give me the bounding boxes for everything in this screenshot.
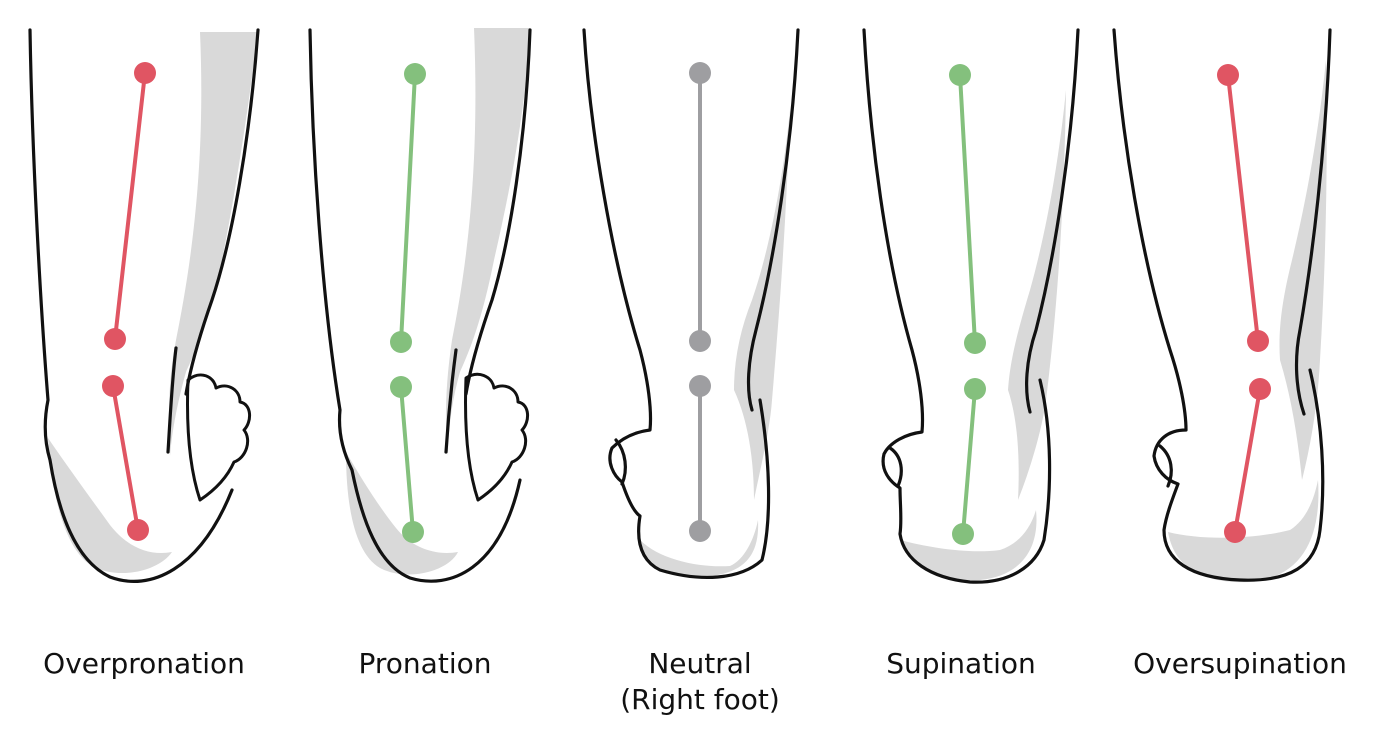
pronation-foot bbox=[308, 28, 532, 583]
leg-shadow bbox=[1279, 60, 1327, 480]
supination-lower-alignment-line bbox=[961, 387, 977, 536]
ankle-line bbox=[614, 438, 627, 486]
oversupination-upper-marker-dot bbox=[1217, 64, 1239, 86]
supination-upper-alignment-line bbox=[958, 73, 977, 345]
overpronation-upper-marker-dot bbox=[104, 328, 126, 350]
leg-outline-right bbox=[184, 28, 260, 396]
pronation-upper-alignment-line bbox=[399, 72, 417, 344]
supination-foot bbox=[862, 28, 1080, 584]
supination-upper-marker-dot bbox=[964, 332, 986, 354]
leg-outline-left bbox=[862, 28, 1052, 584]
oversupination-upper-marker-dot bbox=[1247, 330, 1269, 352]
label-line: Neutral bbox=[648, 647, 752, 680]
supination-upper-marker-dot bbox=[949, 64, 971, 86]
leg-shadow bbox=[445, 28, 530, 456]
ankle-line bbox=[888, 446, 903, 488]
oversupination-foot bbox=[1112, 28, 1332, 583]
label-line: (Right foot) bbox=[620, 683, 780, 716]
supination-lower-marker-dot bbox=[964, 378, 986, 400]
label-line: Pronation bbox=[358, 647, 492, 680]
leg-outline-left bbox=[28, 28, 234, 583]
ankle-line bbox=[166, 346, 178, 454]
toes bbox=[186, 373, 251, 502]
heel-shadow bbox=[900, 510, 1037, 581]
supination-lower-marker-dot bbox=[952, 523, 974, 545]
ankle-line bbox=[444, 348, 458, 454]
leg-outline-left bbox=[308, 28, 522, 583]
label-line: Overpronation bbox=[43, 647, 245, 680]
overpronation-lower-marker-dot bbox=[127, 519, 149, 541]
heel-shadow bbox=[48, 438, 172, 574]
heel-shadow bbox=[640, 520, 759, 578]
leg-shadow bbox=[1008, 90, 1066, 500]
label-line: Supination bbox=[886, 647, 1036, 680]
overpronation-foot bbox=[28, 28, 260, 583]
leg-outline-left bbox=[1112, 28, 1325, 582]
pronation-lower-marker-dot bbox=[390, 376, 412, 398]
alignment-markers bbox=[102, 62, 1271, 545]
pronation-lower-alignment-line bbox=[399, 385, 415, 534]
neutral-lower-marker-dot bbox=[689, 375, 711, 397]
neutral-foot bbox=[582, 28, 800, 579]
label-overpronation: Overpronation bbox=[43, 646, 245, 682]
label-oversupination: Oversupination bbox=[1133, 646, 1347, 682]
oversupination-lower-marker-dot bbox=[1224, 521, 1246, 543]
oversupination-upper-alignment-line bbox=[1226, 73, 1260, 343]
neutral-lower-marker-dot bbox=[689, 520, 711, 542]
label-supination: Supination bbox=[886, 646, 1036, 682]
pronation-upper-marker-dot bbox=[390, 331, 412, 353]
leg-outline-right bbox=[746, 28, 800, 412]
label-line: Oversupination bbox=[1133, 647, 1347, 680]
heel-shadow bbox=[346, 452, 458, 575]
pronation-upper-marker-dot bbox=[404, 63, 426, 85]
leg-outline-right bbox=[1025, 28, 1080, 414]
leg-shadow bbox=[168, 32, 258, 456]
leg-outline-left bbox=[582, 28, 771, 579]
overpronation-upper-marker-dot bbox=[134, 62, 156, 84]
label-pronation: Pronation bbox=[359, 646, 492, 682]
leg-outline-right bbox=[464, 28, 532, 396]
heel-shadow bbox=[1168, 480, 1319, 583]
ankle-line bbox=[1158, 444, 1173, 488]
label-neutral: Neutral (Right foot) bbox=[620, 646, 780, 718]
leg-outline-right bbox=[1294, 28, 1332, 416]
pronation-lower-marker-dot bbox=[402, 521, 424, 543]
neutral-upper-marker-dot bbox=[689, 62, 711, 84]
toes bbox=[464, 372, 529, 502]
oversupination-lower-marker-dot bbox=[1249, 378, 1271, 400]
overpronation-upper-alignment-line bbox=[113, 71, 147, 341]
overpronation-lower-marker-dot bbox=[102, 375, 124, 397]
oversupination-lower-alignment-line bbox=[1233, 387, 1262, 534]
overpronation-lower-alignment-line bbox=[111, 384, 140, 532]
neutral-upper-marker-dot bbox=[689, 330, 711, 352]
